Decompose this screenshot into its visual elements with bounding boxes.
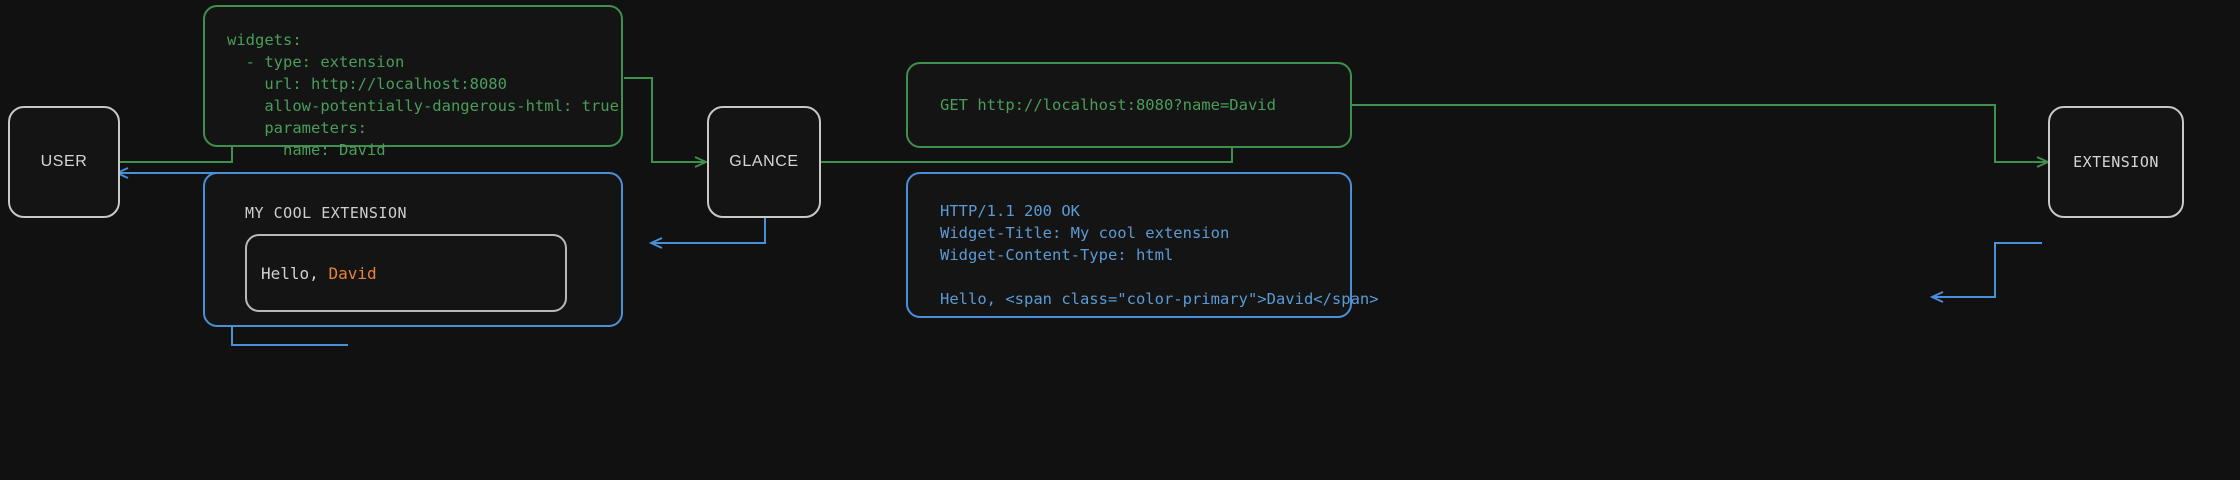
widget-greeting: Hello, David — [261, 264, 377, 283]
rendered-widget-box[interactable]: MY COOL EXTENSION Hello, David — [203, 172, 623, 327]
http-request-text: GET http://localhost:8080?name=David — [940, 96, 1276, 114]
connector-request-to-extension — [1352, 104, 2047, 162]
widget-content-card[interactable]: Hello, David — [245, 234, 567, 312]
actor-user-label: USER — [40, 153, 88, 170]
http-response-box[interactable]: HTTP/1.1 200 OK Widget-Title: My cool ex… — [906, 172, 1379, 318]
actor-extension[interactable]: EXTENSION — [2048, 106, 2184, 218]
actor-extension-label: EXTENSION — [2073, 153, 2159, 171]
widget-greeting-name: David — [328, 263, 377, 283]
http-request-box[interactable]: GET http://localhost:8080?name=David — [906, 62, 1352, 148]
widget-greeting-prefix: Hello, — [261, 263, 329, 283]
config-yaml-box[interactable]: widgets: - type: extension url: http://l… — [203, 5, 623, 159]
widget-title: MY COOL EXTENSION — [245, 204, 408, 222]
http-response-text: HTTP/1.1 200 OK Widget-Title: My cool ex… — [940, 202, 1379, 308]
config-yaml-text: widgets: - type: extension url: http://l… — [227, 31, 619, 159]
connector-extension-to-response — [1933, 242, 2042, 297]
actor-glance[interactable]: GLANCE — [707, 106, 821, 218]
connector-config-to-glance — [624, 77, 705, 162]
actor-glance-label: GLANCE — [729, 153, 799, 170]
actor-user[interactable]: USER — [8, 106, 120, 218]
